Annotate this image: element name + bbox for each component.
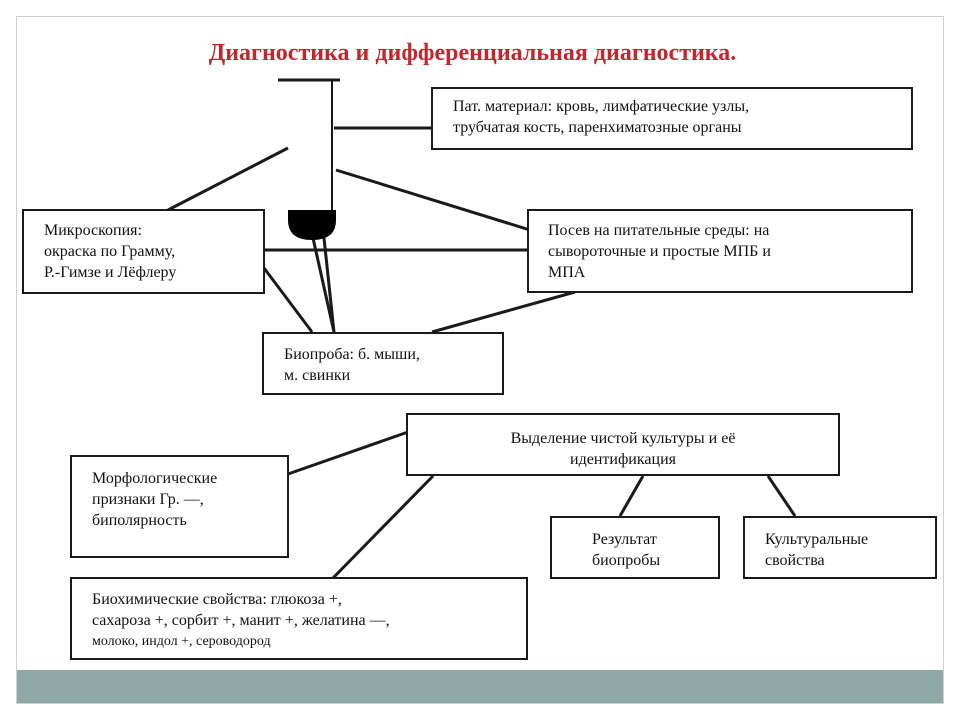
morphology-text: Морфологические признаки Гр. —, биполярн… — [92, 470, 218, 529]
line-culture-to-bioassay — [431, 290, 576, 334]
biochem-main-text: Биохимические свойства: глюкоза +, сахар… — [92, 591, 390, 629]
culture-text: Посев на питательные среды: на сывороточ… — [548, 222, 771, 281]
microscopy-text: Микроскопия: окраска по Грамму, Р.-Гимзе… — [44, 222, 177, 281]
pat-material-box: Пат. материал: кровь, лимфатические узлы… — [431, 87, 913, 150]
pat-material-text: Пат. материал: кровь, лимфатические узлы… — [453, 98, 750, 136]
bioassay-box: Биопроба: б. мыши, м. свинки — [262, 332, 504, 395]
line-tube-to-bioassay-2 — [322, 237, 336, 333]
cultural-props-text: Культуральные свойства — [765, 531, 869, 569]
microscopy-box: Микроскопия: окраска по Грамму, Р.-Гимзе… — [22, 209, 265, 294]
slide-title: Диагностика и дифференциальная диагности… — [208, 40, 737, 66]
footer-bar — [17, 670, 943, 703]
isolation-box: Выделение чистой культуры и её идентифик… — [406, 413, 840, 476]
line-microscopy-to-bioassay — [262, 267, 314, 333]
line-isolation-to-biochem — [331, 474, 435, 580]
line-isolation-to-bioassay-result — [618, 475, 645, 517]
line-tube-to-culture — [335, 168, 531, 232]
cultural-props-box: Культуральные свойства — [743, 516, 937, 579]
line-isolation-to-cultural-props — [766, 475, 797, 517]
biochem-small-text: молоко, индол +, сероводород — [92, 634, 271, 649]
culture-box: Посев на питательные среды: на сывороточ… — [527, 209, 913, 293]
morphology-box: Морфологические признаки Гр. —, биполярн… — [70, 455, 289, 558]
biochem-box: Биохимические свойства: глюкоза +, сахар… — [70, 577, 528, 660]
bioassay-result-box: Результат биопробы — [550, 516, 720, 579]
line-microscopy-to-tube — [167, 146, 289, 212]
bioassay-result-text: Результат биопробы — [592, 531, 661, 569]
line-tube-to-bioassay-1 — [311, 237, 336, 333]
bioassay-text: Биопроба: б. мыши, м. свинки — [284, 346, 420, 384]
line-morphology-to-isolation — [287, 430, 409, 476]
isolation-text: Выделение чистой культуры и её идентифик… — [510, 430, 736, 468]
test-tube-bottom — [288, 210, 336, 240]
slide-frame — [16, 16, 944, 704]
